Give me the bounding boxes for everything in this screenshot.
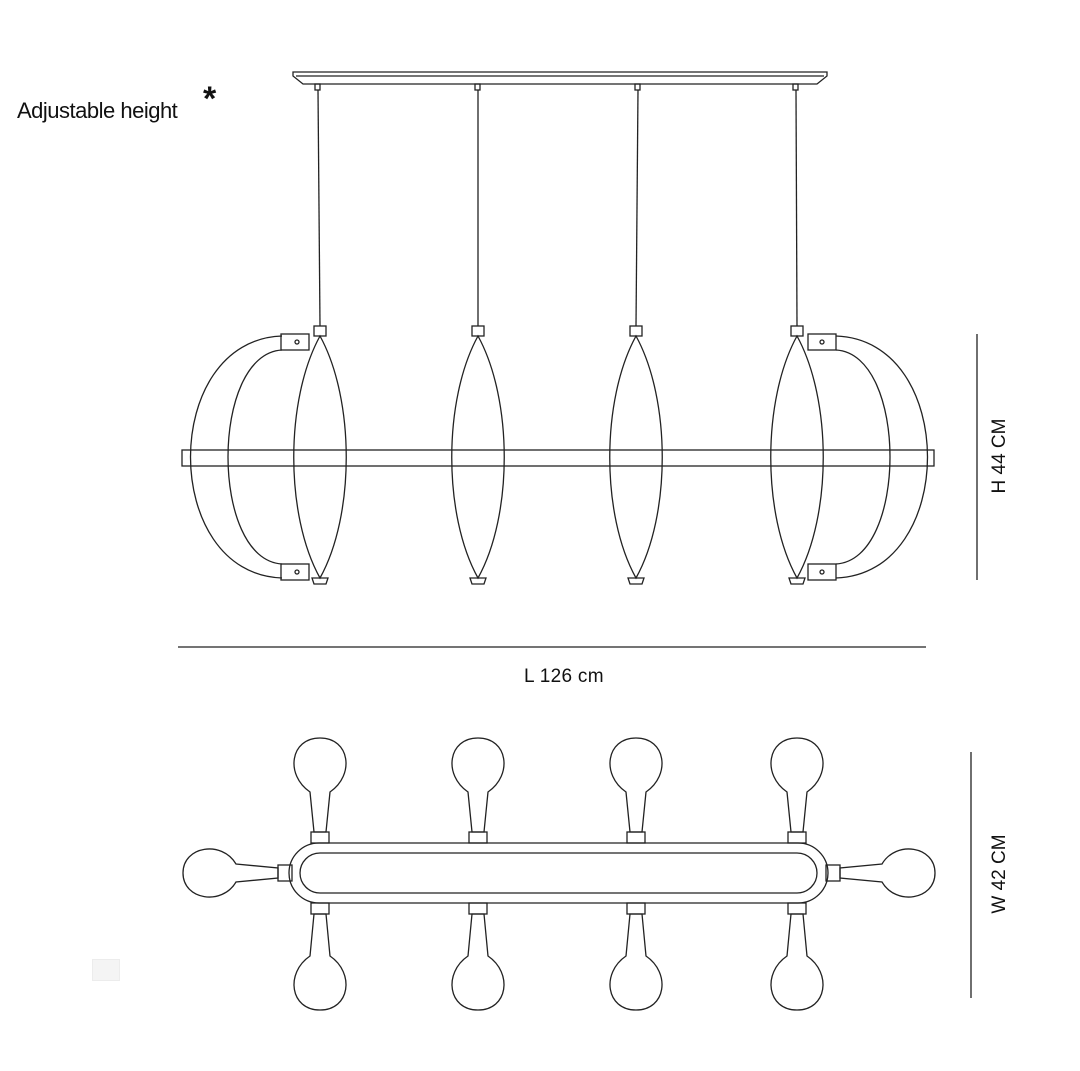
front-view xyxy=(181,71,935,585)
suspension-wires xyxy=(314,83,799,327)
pendant-1 xyxy=(293,325,347,585)
pendant-2 xyxy=(451,325,505,585)
horizontal-bar xyxy=(181,449,935,467)
height-label: H 44 CM xyxy=(989,418,1010,494)
pendant-3 xyxy=(609,325,663,585)
side-globes xyxy=(182,848,936,898)
lower-globes xyxy=(293,902,824,1011)
left-side-arcs xyxy=(189,333,310,581)
upper-globes xyxy=(293,737,824,844)
length-label: L 126 cm xyxy=(524,666,604,687)
width-label: W 42 CM xyxy=(989,834,1010,914)
pendant-pods xyxy=(293,325,824,585)
top-view xyxy=(182,737,936,1011)
placeholder-tile xyxy=(92,959,120,981)
right-side-arcs xyxy=(807,333,929,581)
pendant-4 xyxy=(770,325,824,585)
asterisk-mark: * xyxy=(203,80,217,118)
central-ring xyxy=(288,842,829,904)
adjustable-height-label: Adjustable height xyxy=(17,98,178,123)
ceiling-canopy xyxy=(292,71,828,85)
